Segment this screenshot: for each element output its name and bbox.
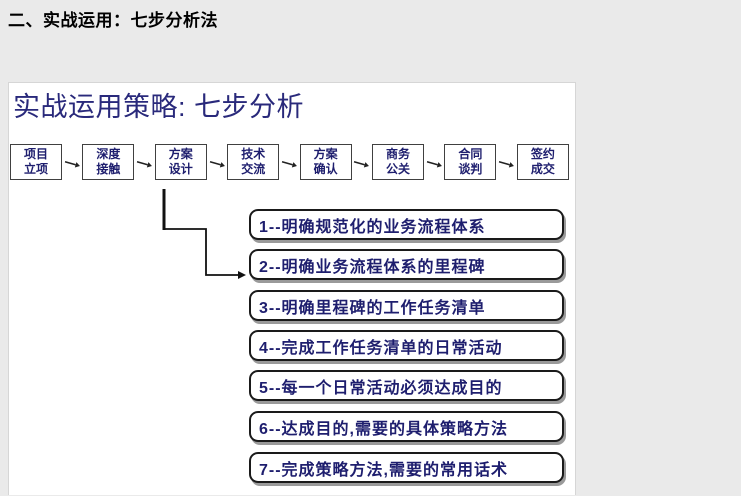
flow-step-label: 成交 bbox=[530, 162, 555, 176]
flow-step-label: 方案 bbox=[168, 147, 193, 161]
flow-arrow-icon bbox=[498, 161, 515, 168]
flow-step-technical-exchange: 技术 交流 bbox=[227, 144, 280, 180]
analysis-item-4: 4--完成工作任务清单的日常活动 bbox=[249, 330, 564, 361]
flow-step-contract-negotiation: 合同 谈判 bbox=[444, 144, 497, 180]
flow-step-label: 立项 bbox=[23, 162, 48, 176]
analysis-item-7: 7--完成策略方法,需要的常用话术 bbox=[249, 452, 564, 483]
analysis-item-5: 5--每一个日常活动必须达成目的 bbox=[249, 370, 564, 401]
flow-step-label: 合同 bbox=[458, 147, 483, 161]
flow-arrow-icon bbox=[64, 161, 80, 168]
flow-step-deep-contact: 深度 接触 bbox=[82, 144, 135, 180]
flow-arrow-icon bbox=[281, 161, 297, 168]
flow-arrow-icon bbox=[136, 161, 153, 168]
flow-step-label: 项目 bbox=[23, 147, 48, 161]
flow-arrow-icon bbox=[354, 161, 370, 168]
flow-step-label: 方案 bbox=[313, 147, 338, 161]
flow-step-label: 公关 bbox=[386, 162, 411, 176]
page-title: 二、实战运用：七步分析法 bbox=[8, 11, 218, 30]
flow-step-label: 确认 bbox=[313, 162, 338, 176]
flow-arrow-icon bbox=[426, 161, 442, 168]
analysis-item-1: 1--明确规范化的业务流程体系 bbox=[249, 209, 564, 240]
flow-step-label: 设计 bbox=[168, 162, 193, 176]
analysis-item-6: 6--达成目的,需要的具体策略方法 bbox=[249, 411, 564, 442]
flow-arrow-icon bbox=[209, 161, 225, 168]
flow-step-label: 签约 bbox=[530, 147, 555, 161]
flow-step-signing-deal: 签约 成交 bbox=[516, 144, 569, 180]
flow-step-label: 谈判 bbox=[458, 162, 483, 176]
process-flow: 项目 立项 深度 接触 方案 设计 bbox=[10, 144, 569, 182]
flow-step-project-initiation: 项目 立项 bbox=[10, 144, 62, 180]
analysis-item-3: 3--明确里程碑的工作任务清单 bbox=[249, 290, 564, 321]
flow-step-label: 技术 bbox=[241, 147, 266, 161]
flow-step-solution-confirmation: 方案 确认 bbox=[299, 144, 352, 180]
analysis-list: 1--明确规范化的业务流程体系 2--明确业务流程体系的里程碑 3--明确里程碑… bbox=[249, 83, 564, 496]
analysis-item-2: 2--明确业务流程体系的里程碑 bbox=[249, 249, 564, 280]
slide-title: 实战运用策略: 七步分析 bbox=[13, 92, 305, 122]
flow-step-solution-design: 方案 设计 bbox=[154, 144, 207, 180]
flow-step-label: 深度 bbox=[96, 147, 121, 161]
flow-step-label: 商务 bbox=[386, 147, 411, 161]
flow-step-label: 接触 bbox=[96, 162, 121, 176]
flow-step-label: 交流 bbox=[241, 162, 266, 176]
slide-canvas: 实战运用策略: 七步分析 项目 立项 深度 接触 方案 设计 bbox=[8, 82, 576, 495]
flow-step-business-pr: 商务 公关 bbox=[372, 144, 425, 180]
